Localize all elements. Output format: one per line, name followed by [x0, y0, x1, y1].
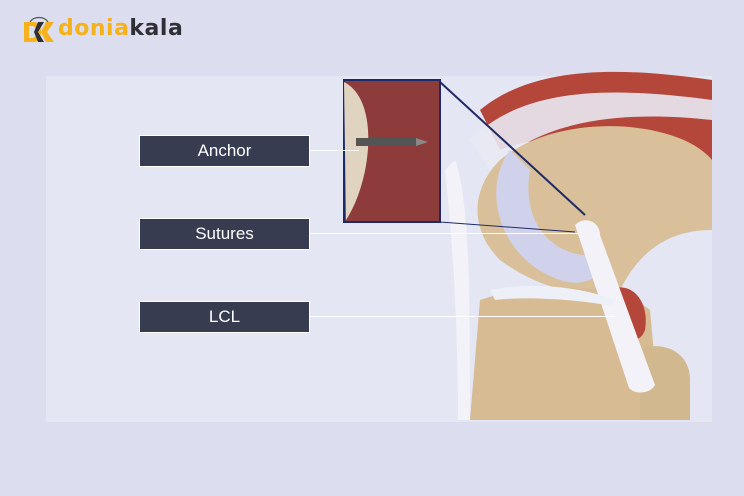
sutures-label: Sutures [139, 218, 310, 250]
logo-mark-icon [24, 16, 54, 42]
sutures-leader-line [309, 233, 579, 234]
lcl-leader-line [309, 316, 614, 317]
brand-logo: doniakala [22, 14, 183, 42]
anchor-leader-line [309, 150, 359, 151]
anchor-label: Anchor [139, 135, 310, 167]
logo-text: doniakala [58, 15, 184, 41]
lcl-label: LCL [139, 301, 310, 333]
